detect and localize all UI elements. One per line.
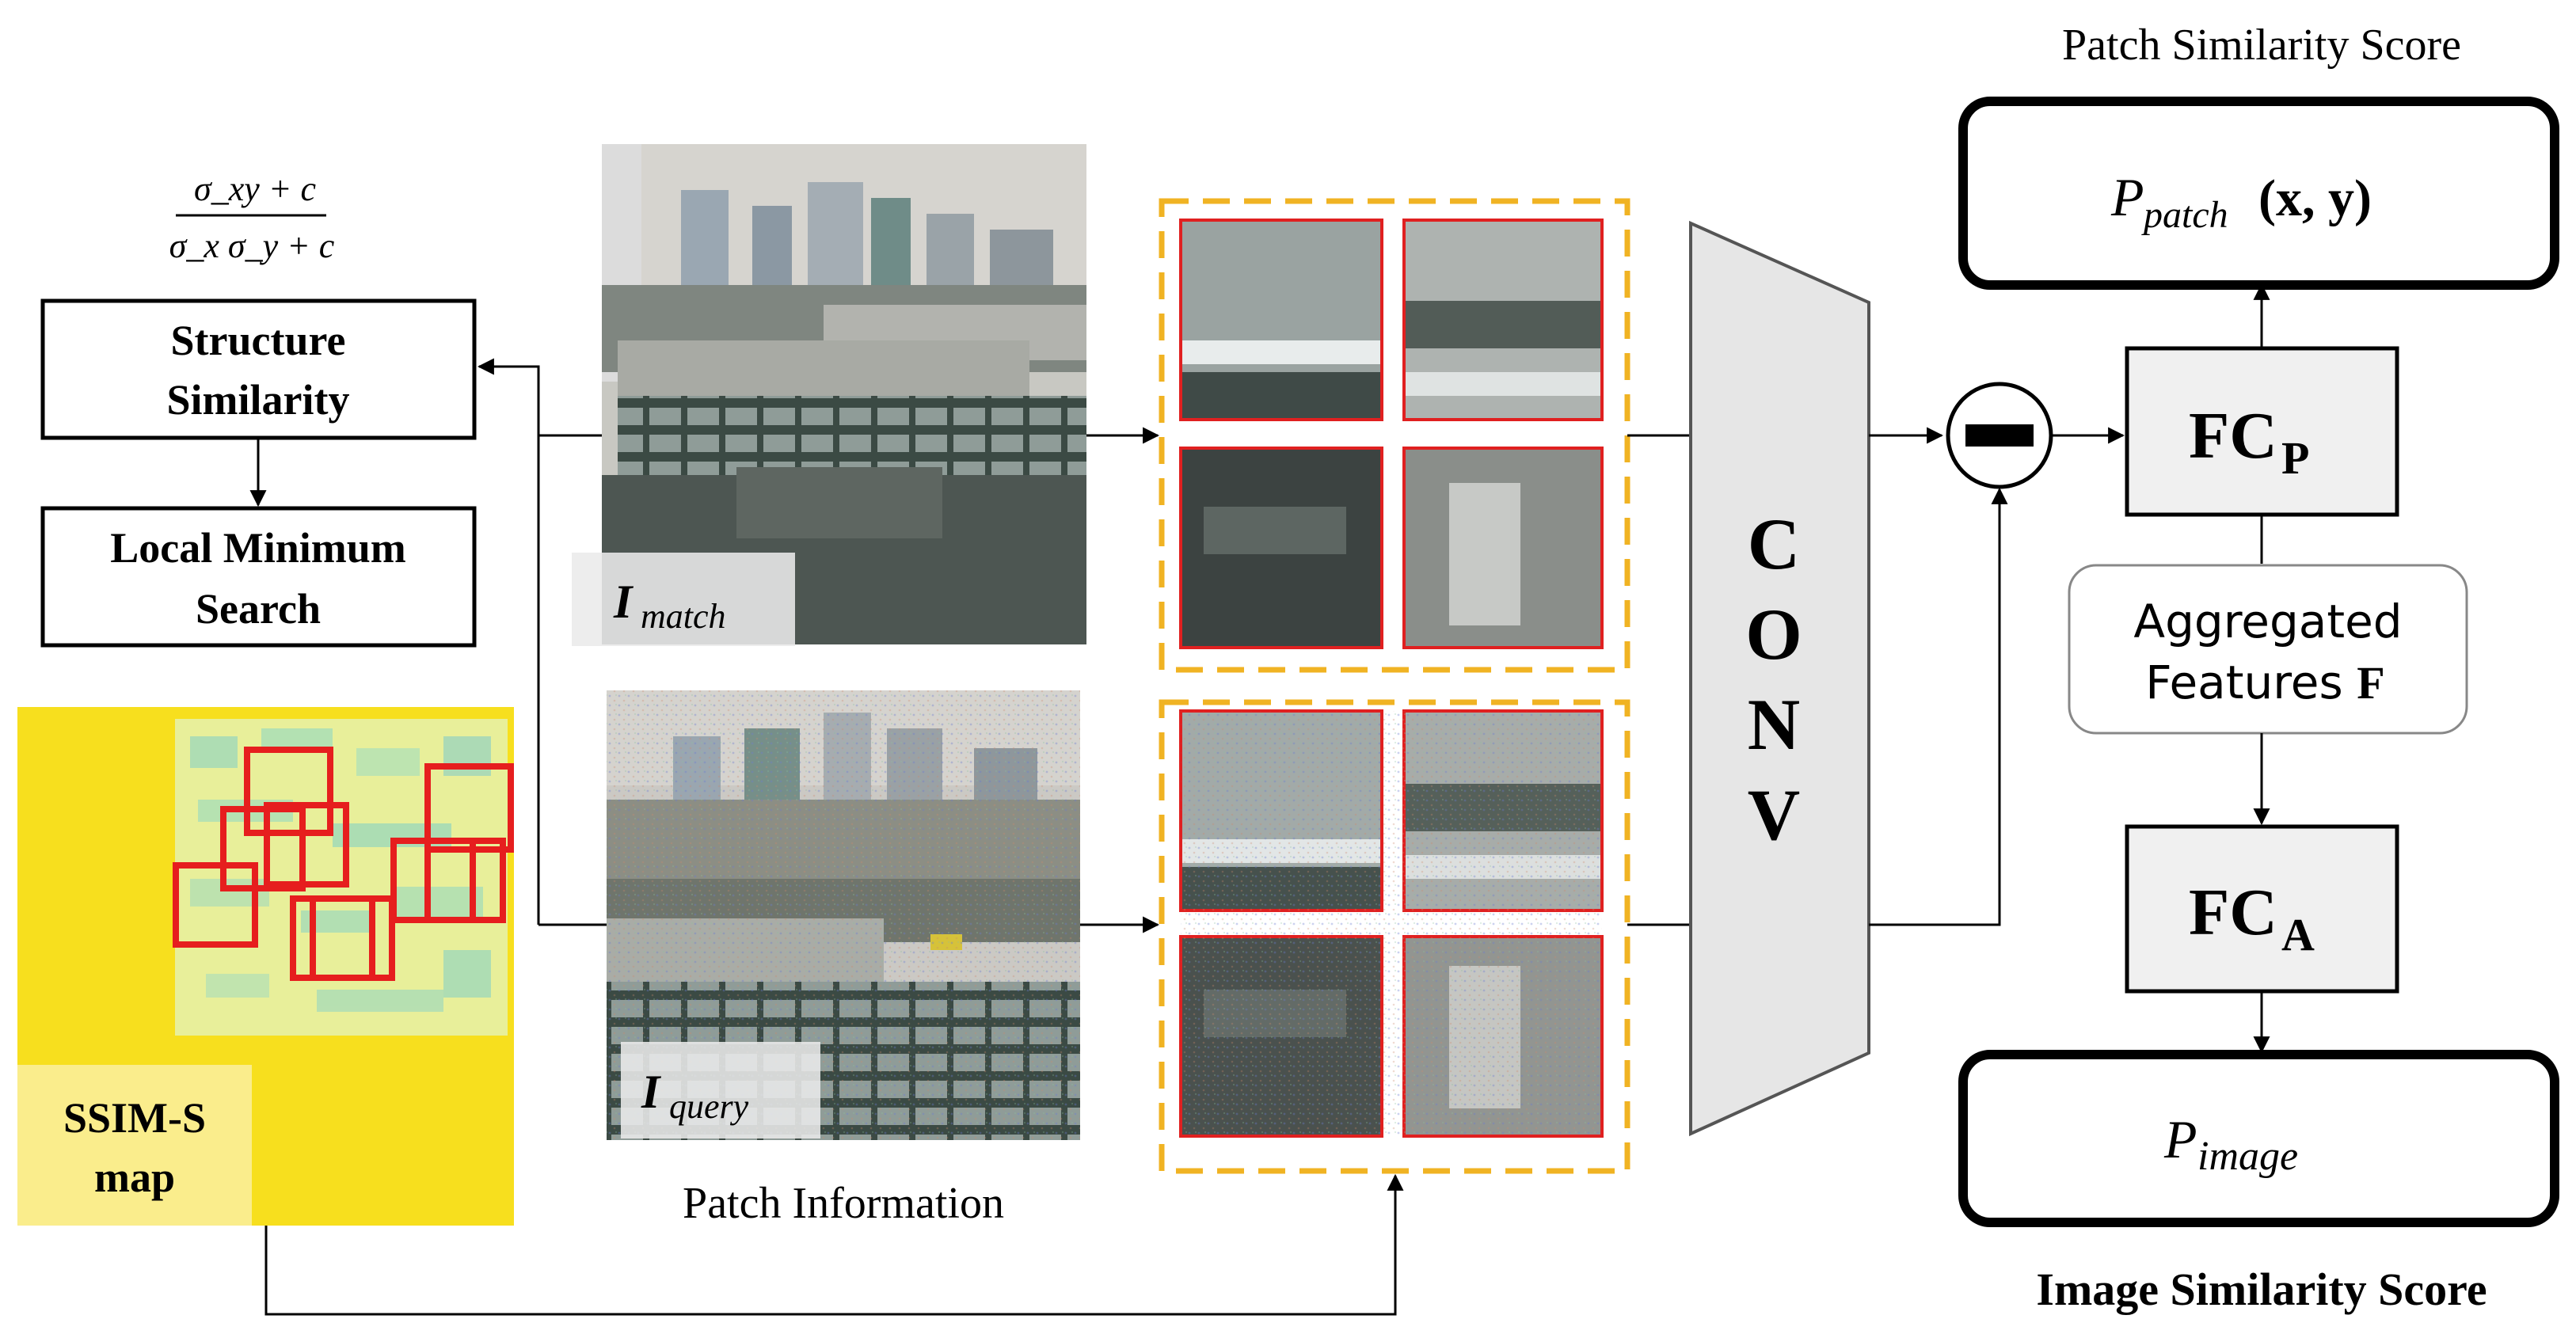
aggregated-symbol: F (2357, 657, 2384, 709)
ssim-formula: σ_xy + c σ_x σ_y + c (169, 169, 335, 265)
match-patch-group (1159, 198, 1630, 673)
arrow-conv-to-subtract-lower (1869, 487, 2008, 926)
conv-letter-c: C (1748, 504, 1800, 584)
p-image-main: P (2163, 1109, 2197, 1169)
fc-a-main: FC (2189, 876, 2277, 949)
fc-p-sub: P (2281, 432, 2309, 484)
aggregated-features-box: Aggregated Features F (2068, 564, 2468, 735)
query-image: I query (607, 690, 1080, 1140)
query-patch-group (1159, 699, 1630, 1174)
query-label-sub: query (669, 1087, 749, 1126)
minus-icon (1946, 382, 2053, 489)
aggregated-line2: Features (2145, 656, 2342, 709)
p-patch-args: (x, y) (2258, 169, 2372, 227)
arrow-images-to-structure (477, 358, 602, 437)
structure-similarity-line2: Similarity (167, 376, 350, 424)
patch-similarity-score-label: Patch Similarity Score (2062, 21, 2461, 70)
match-label-sub: match (641, 597, 726, 636)
ssim-s-map: SSIM-S map (17, 707, 514, 1226)
patch-score-box: P patch (x, y) (1958, 97, 2559, 290)
conv-letter-o: O (1745, 594, 1802, 675)
conv-block: C O N V (1689, 220, 1870, 1137)
fc-p-main: FC (2189, 399, 2277, 473)
local-minimum-search-box: Local Minimum Search (40, 506, 477, 648)
p-patch-main: P (2110, 167, 2144, 227)
structure-similarity-box: Structure Similarity (40, 298, 477, 440)
formula-numerator: σ_xy + c (194, 169, 316, 208)
formula-denominator: σ_x σ_y + c (169, 226, 335, 265)
fc-a-box: FC A (2125, 824, 2399, 994)
p-patch-sub: patch (2141, 194, 2228, 236)
match-label-main: I (613, 576, 634, 628)
ssim-label-line1: SSIM-S (63, 1094, 206, 1142)
aggregated-line1: Aggregated (2133, 595, 2402, 648)
arrow-ssim-to-patches (264, 1173, 1404, 1316)
image-score-box: P image (1958, 1050, 2559, 1227)
fc-a-sub: A (2281, 909, 2315, 960)
image-similarity-score-label: Image Similarity Score (2036, 1264, 2487, 1315)
query-label-main: I (641, 1066, 662, 1118)
structure-similarity-line1: Structure (171, 317, 346, 364)
ssim-label-line2: map (94, 1154, 175, 1201)
fc-p-box: FC P (2125, 346, 2399, 517)
match-image: I match (572, 144, 1086, 646)
conv-letter-n: N (1748, 684, 1800, 765)
p-image-sub: image (2197, 1134, 2298, 1179)
ssim-patch-rects (173, 747, 514, 981)
local-minimum-line1: Local Minimum (110, 524, 406, 572)
patch-information-label: Patch Information (683, 1179, 1004, 1228)
local-minimum-line2: Search (196, 585, 321, 633)
conv-letter-v: V (1748, 774, 1800, 855)
